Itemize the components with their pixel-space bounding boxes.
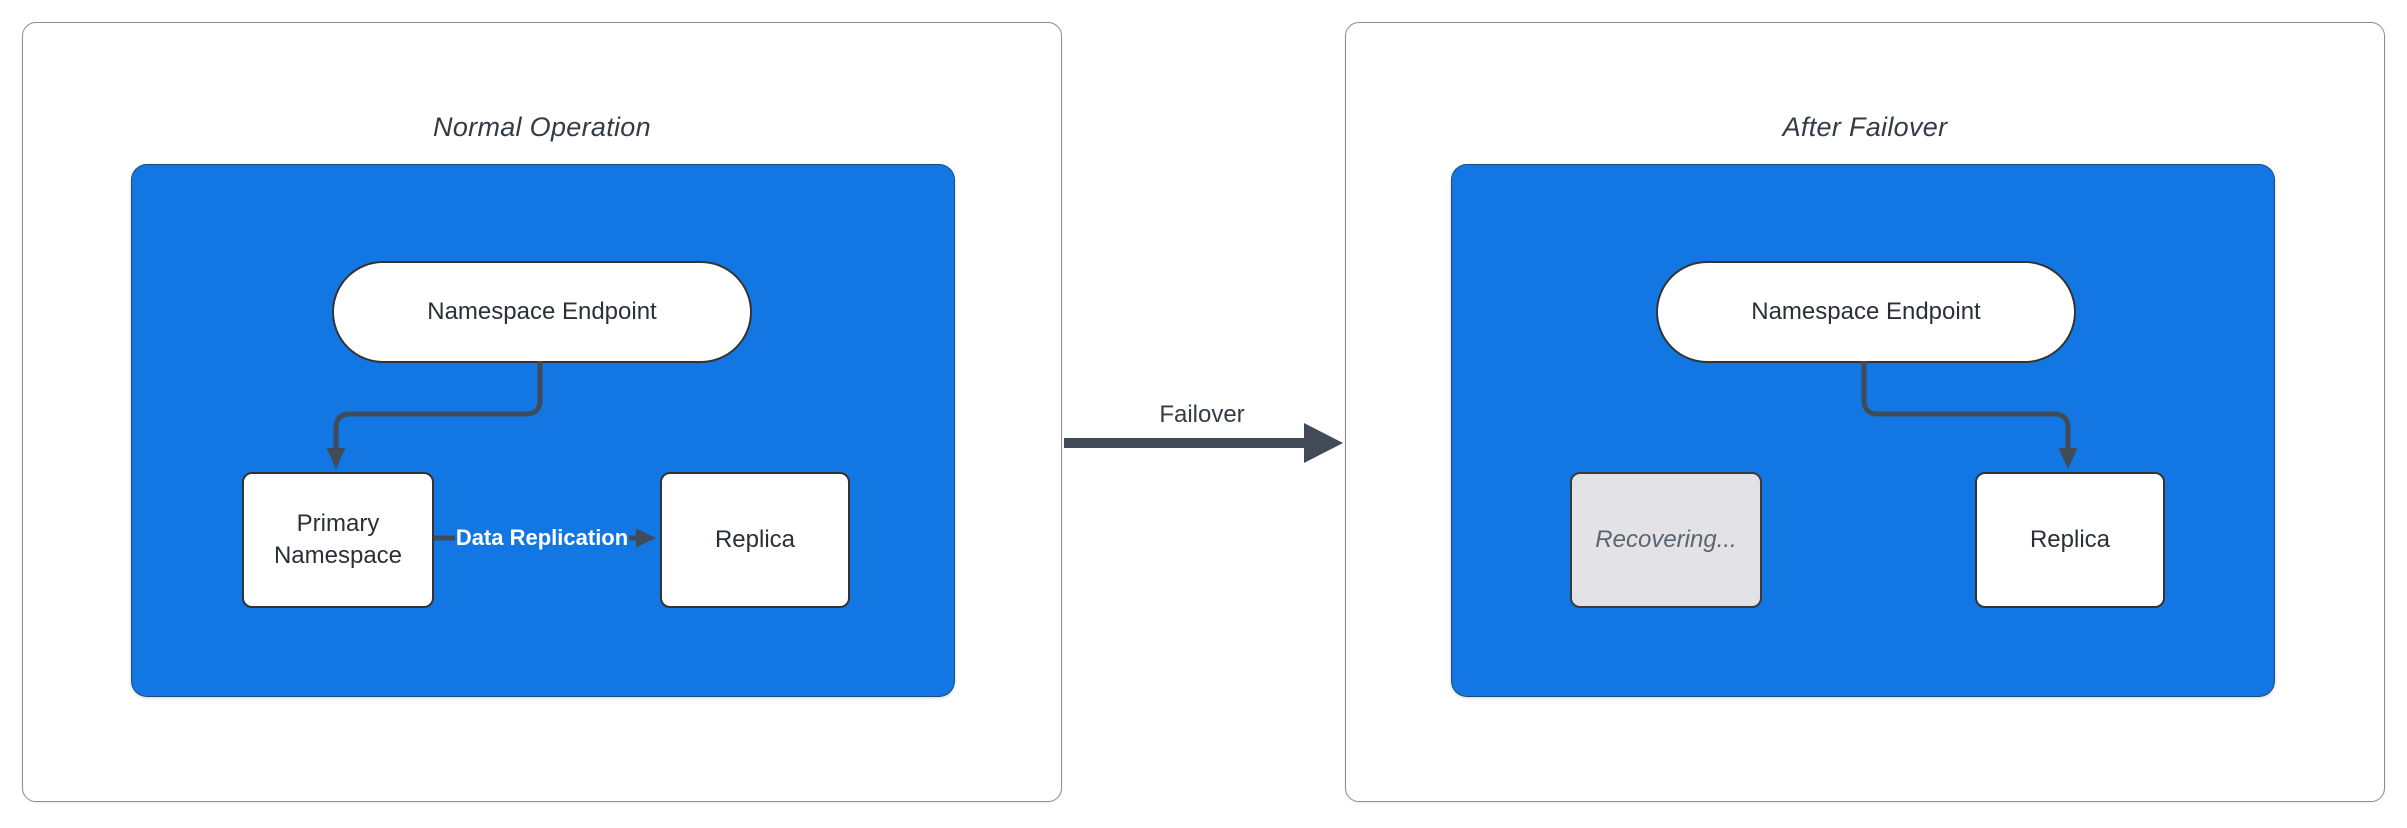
- panel-after-failover: After Failover Namespace Endpoint Recove…: [1345, 22, 2385, 802]
- node-label: Primary Namespace: [273, 509, 403, 569]
- node-label: Namespace Endpoint: [1751, 297, 1981, 325]
- node-namespace-endpoint-right: Namespace Endpoint: [1656, 261, 2076, 363]
- arrowhead-failover: [1304, 423, 1343, 463]
- panel-title-normal-operation: Normal Operation: [433, 112, 651, 142]
- failover-label: Failover: [1159, 401, 1245, 428]
- node-replica-left: Replica: [660, 472, 850, 608]
- node-namespace-endpoint-left: Namespace Endpoint: [332, 261, 752, 363]
- node-label: Replica: [2029, 525, 2111, 553]
- panel-normal-operation: Normal Operation Namespace Endpoint Prim…: [22, 22, 1062, 802]
- node-replica-right: Replica: [1975, 472, 2165, 608]
- panel-title-after-failover: After Failover: [1782, 112, 1948, 142]
- node-label: Replica: [714, 525, 796, 553]
- node-primary-namespace: Primary Namespace: [242, 472, 434, 608]
- edge-label-data-replication: Data Replication: [455, 521, 629, 555]
- cluster-normal-operation: Namespace Endpoint Primary Namespace Rep…: [131, 164, 955, 697]
- node-label: Recovering...: [1595, 525, 1737, 553]
- node-label: Namespace Endpoint: [427, 297, 657, 325]
- node-recovering: Recovering...: [1570, 472, 1762, 608]
- cluster-after-failover: Namespace Endpoint Recovering... Replica: [1451, 164, 2275, 697]
